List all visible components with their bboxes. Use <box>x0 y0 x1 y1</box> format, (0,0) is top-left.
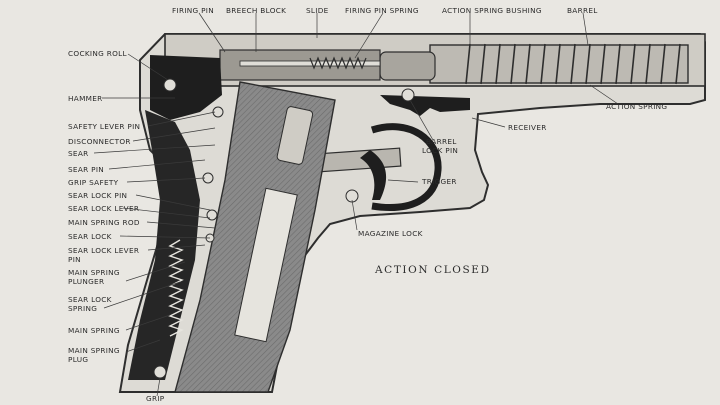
label-main-spring-plug-line1: MAIN SPRING <box>68 346 120 355</box>
label-sear-lock: SEAR LOCK <box>68 232 112 241</box>
label-main-spring-rod: MAIN SPRING ROD <box>68 218 140 227</box>
diagram-caption: ACTION CLOSED <box>374 264 491 276</box>
label-barrel-lock-pin-line2: LOCK PIN <box>422 146 458 155</box>
label-grip-safety: GRIP SAFETY <box>68 178 119 187</box>
label-receiver: RECEIVER <box>508 123 547 132</box>
label-sear-lock-lever-pin-line1: SEAR LOCK LEVER <box>68 246 139 255</box>
label-firing-pin-spring: FIRING PIN SPRING <box>345 6 419 15</box>
label-sear-lock-pin: SEAR LOCK PIN <box>68 191 127 200</box>
label-sear-lock-spring-line2: SPRING <box>68 304 97 313</box>
cocking-roll-shape <box>163 78 177 92</box>
label-hammer: HAMMER <box>68 94 103 103</box>
label-main-spring-plunger-line1: MAIN SPRING <box>68 268 120 277</box>
grip-safety-shape <box>128 110 200 380</box>
hammer-shape <box>150 55 222 120</box>
label-breech-block: BREECH BLOCK <box>226 6 286 15</box>
trigger-guard-shape <box>370 123 442 211</box>
label-slide: SLIDE <box>306 6 329 15</box>
firing-pin-shape <box>239 60 381 67</box>
label-sear-lock-lever-pin-line2: PIN <box>68 255 81 264</box>
leader-lines <box>93 12 619 397</box>
label-barrel-lock-pin-line1: BARREL <box>426 137 457 146</box>
label-sear-lock-lever: SEAR LOCK LEVER <box>68 204 139 213</box>
firing-pin-spring-shape <box>309 56 367 70</box>
label-main-spring: MAIN SPRING <box>68 326 120 335</box>
label-action-spring: ACTION SPRING <box>606 102 667 111</box>
magazine-window <box>234 187 298 343</box>
trigger-shape <box>360 150 387 200</box>
label-disconnector: DISCONNECTOR <box>68 137 131 146</box>
label-barrel: BARREL <box>567 6 598 15</box>
main-spring-shape <box>168 239 184 337</box>
label-sear-lock-spring-line1: SEAR LOCK <box>68 295 112 304</box>
label-grip: GRIP <box>146 394 165 403</box>
label-sear-pin: SEAR PIN <box>68 165 104 174</box>
magazine-slot <box>276 106 314 165</box>
label-main-spring-plunger-line2: PLUNGER <box>68 277 104 286</box>
receiver-cavity <box>380 95 470 116</box>
label-main-spring-plug-line2: PLUG <box>68 355 88 364</box>
label-magazine-lock: MAGAZINE LOCK <box>358 229 423 238</box>
label-sear: SEAR <box>68 149 89 158</box>
label-trigger: TRIGGER <box>421 177 457 186</box>
label-firing-pin: FIRING PIN <box>172 6 214 15</box>
label-action-spring-bushing: ACTION SPRING BUSHING <box>442 6 542 15</box>
labels: FIRING PIN BREECH BLOCK SLIDE FIRING PIN… <box>68 6 667 403</box>
label-safety-lever-pin: SAFETY LEVER PIN <box>68 122 140 131</box>
action-spring-shape <box>465 43 681 85</box>
label-cocking-roll: COCKING ROLL <box>68 49 127 58</box>
cartridge-shape <box>379 51 436 81</box>
